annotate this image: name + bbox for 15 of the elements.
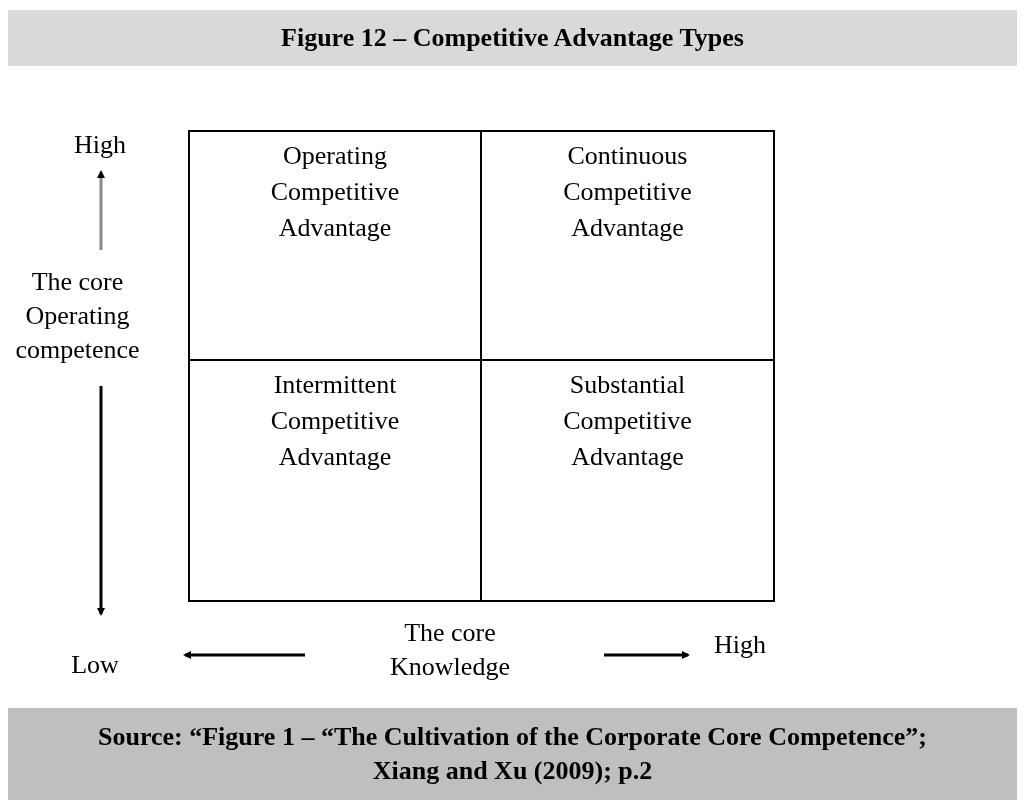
- quadrant-cell: [188, 130, 482, 361]
- quadrant-cell: [480, 130, 775, 361]
- quadrant-cell: [480, 359, 775, 602]
- quadrant-label: Intermittent Competitive Advantage: [269, 369, 401, 473]
- quadrant-label: Substantial Competitive Advantage: [562, 369, 693, 473]
- axis-end-label: High: [713, 629, 767, 661]
- axis-end-label: High: [73, 129, 127, 161]
- quadrant-label: Operating Competitive Advantage: [269, 140, 401, 244]
- source-caption: Source: “Figure 1 – “The Cultivation of the Corporate Core Competence”; Xiang and Xu (2009); p.2: [8, 708, 1017, 800]
- figure-title: Figure 12 – Competitive Advantage Types: [8, 10, 1017, 66]
- quadrant-cell: [188, 359, 482, 602]
- axis-end-label: Low: [70, 649, 120, 681]
- axis-title: The core Operating competence: [14, 266, 141, 366]
- axis-title: The core Knowledge: [389, 617, 511, 683]
- quadrant-label: Continuous Competitive Advantage: [562, 140, 693, 244]
